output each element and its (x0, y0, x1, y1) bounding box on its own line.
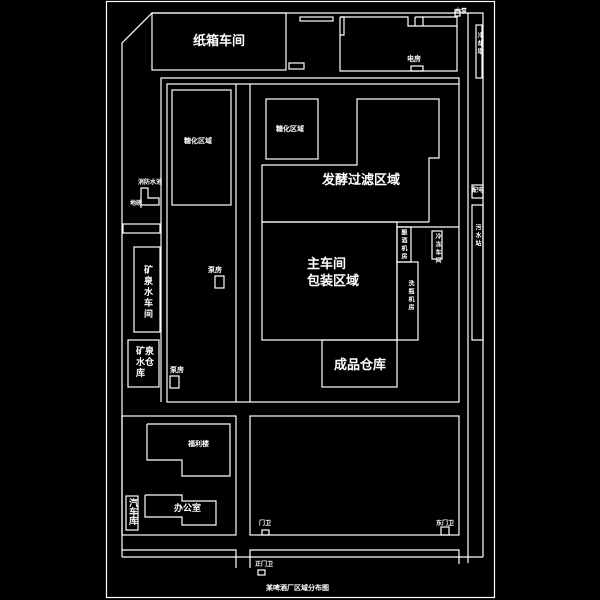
saccharification-right-label: 糖化区域 (276, 125, 304, 133)
garage-outline (125, 495, 139, 531)
machine-room-label: 酿酒机房 (400, 229, 407, 261)
tower-label: 冷却塔 (476, 32, 483, 56)
power-room-label: 电房 (407, 55, 421, 63)
sewage-outline (471, 204, 484, 341)
packaging-area-label: 包装区域 (307, 274, 360, 289)
fire-pool-label: 消防水池 (138, 179, 163, 186)
carton-workshop-label: 纸箱车间 (193, 34, 246, 49)
saccharification-left-label: 糖化区域 (184, 137, 212, 145)
finished-warehouse-label: 成品仓库 (334, 358, 387, 373)
south-block (249, 415, 460, 536)
right-box-label: 配电 (472, 187, 485, 194)
bottle-wash-label: 洗瓶机房 (407, 280, 414, 312)
drawing-title: 某啤酒厂区域分布图 (266, 584, 329, 592)
production-block (166, 83, 460, 403)
gate-guard-label: 门卫 (259, 520, 272, 527)
tower-box (475, 24, 483, 79)
east-gate-guard-label: 东门卫 (436, 520, 455, 527)
saccharification-left-outline (171, 89, 232, 206)
office-label: 办公室 (174, 504, 202, 514)
main-workshop-label: 主车间 (307, 257, 347, 272)
pump-room-1-label: 泵房 (208, 266, 222, 274)
finished-warehouse-outline (321, 339, 398, 388)
pump-room-2-label: 泵房 (170, 366, 184, 374)
side-label: 地磅 (130, 200, 143, 207)
carton-workshop-outline (151, 12, 287, 71)
drawing-frame (105, 0, 496, 599)
fermentation-label: 发酵过滤区域 (322, 173, 401, 188)
mineral-water-workshop-label: 矿泉水车间 (142, 265, 152, 320)
mineral-water-warehouse-outline (127, 339, 160, 388)
cooling-label: 冷冻车间 (434, 233, 441, 265)
office-outline (144, 494, 217, 526)
admin-block (121, 415, 237, 536)
fermentation-outline (261, 98, 440, 222)
power-room-area (339, 16, 458, 72)
sewage-label: 污水站 (474, 224, 481, 248)
mineral-water-warehouse-label: 矿泉水仓库 (136, 347, 155, 379)
saccharification-right-outline (265, 98, 319, 160)
site-boundary (121, 12, 484, 557)
main-gate-guard-label: 正门卫 (255, 561, 274, 568)
garage-label: 汽车库 (127, 498, 137, 525)
welfare-building-label: 福利楼 (188, 440, 209, 448)
top-right-label: 水泵 (455, 8, 468, 15)
mineral-water-workshop-outline (133, 246, 161, 333)
welfare-building-outline (146, 423, 231, 477)
